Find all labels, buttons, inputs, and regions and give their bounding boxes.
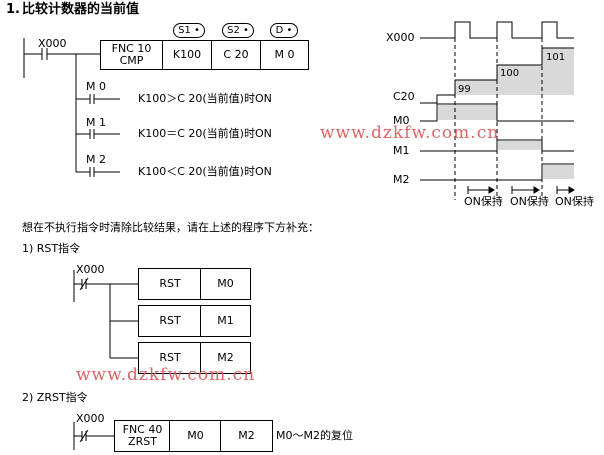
- s1-tag-text: S1: [178, 25, 191, 36]
- zrst-contact-label: X000: [76, 412, 105, 425]
- signal-label-m0: M0: [393, 114, 410, 127]
- d-tag: D •: [270, 23, 298, 38]
- rst-dev-box-3: M2: [200, 342, 251, 374]
- hold-label-3: ON保持: [555, 195, 594, 208]
- coil-desc-m1: K100＝C 20(当前值)时ON: [138, 127, 272, 140]
- hold-label-2: ON保持: [510, 195, 549, 208]
- rst-dev-box-2: M1: [200, 305, 251, 337]
- coil-label-m1: M 1: [86, 116, 106, 129]
- watermark-top: www.dzkfw.com.cn: [320, 123, 500, 143]
- contact-label-x000: X000: [38, 37, 67, 50]
- zrst-heading: 2) ZRST指令: [22, 391, 88, 404]
- instruction-text: 想在不执行指令时清除比较结果，请在上述的程序下方补充：: [22, 221, 319, 234]
- counter-value-100: 100: [500, 68, 520, 79]
- section-number: 1.: [6, 2, 20, 17]
- zrst-d2-box: M2: [220, 420, 273, 452]
- counter-value-99: 99: [458, 84, 471, 95]
- coil-desc-m2: K100＜C 20(当前值)时ON: [138, 165, 272, 178]
- coil-desc-m0: K100＞C 20(当前值)时ON: [138, 92, 272, 105]
- cmp-function-box: FNC 10 CMP: [100, 40, 163, 70]
- rst-op-box-1: RST: [138, 268, 202, 300]
- zrst-d1-box: M0: [169, 420, 222, 452]
- rst-contact-label: X000: [76, 263, 105, 276]
- signal-label-m1: M1: [393, 144, 410, 157]
- signal-label-x000: X000: [386, 31, 415, 44]
- s2-tag-text: S2: [227, 25, 240, 36]
- coil-label-m0: M 0: [86, 80, 106, 93]
- rst-heading: 1) RST指令: [22, 242, 81, 255]
- d-tag-text: D: [275, 25, 284, 36]
- s1-tag: S1 •: [173, 23, 205, 38]
- zrst-note: M0～M2的复位: [276, 429, 353, 442]
- hold-label-1: ON保持: [464, 195, 503, 208]
- coil-label-m2: M 2: [86, 153, 106, 166]
- s2-tag: S2 •: [222, 23, 254, 38]
- zrst-function-box: FNC 40 ZRST: [114, 420, 171, 452]
- rst-dev-box-1: M0: [200, 268, 251, 300]
- s2-value-box: C 20: [211, 40, 261, 70]
- section-title: 比较计数器的当前值: [22, 2, 140, 17]
- rst-op-box-2: RST: [138, 305, 202, 337]
- watermark-bottom: www.dzkfw.com.cn: [76, 365, 256, 385]
- d-value-box: M 0: [260, 40, 309, 70]
- counter-value-101: 101: [546, 52, 566, 63]
- signal-label-c20: C20: [393, 90, 415, 103]
- signal-label-m2: M2: [393, 173, 410, 186]
- s1-value-box: K100: [162, 40, 212, 70]
